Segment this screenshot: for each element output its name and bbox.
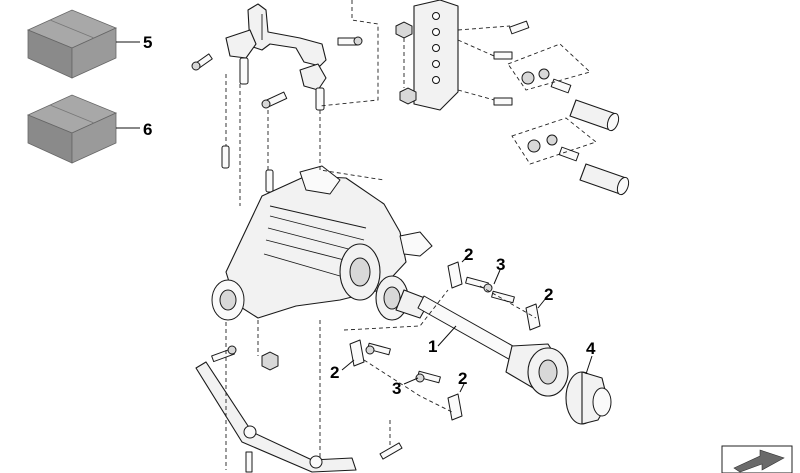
bolt-lower-left[interactable]: [211, 345, 237, 363]
callout-2-left: 2: [330, 363, 339, 382]
nut-upper[interactable]: [395, 21, 413, 39]
leader-3-top: [493, 269, 501, 285]
clamp-right[interactable]: [525, 303, 541, 331]
bolt-right-1[interactable]: [509, 20, 530, 35]
leader-2-top: [461, 253, 471, 263]
repair-kit-box-5[interactable]: [26, 9, 118, 79]
screw-bottom[interactable]: [365, 342, 441, 384]
bolt-top-middle[interactable]: [337, 36, 363, 46]
callout-6: 6: [143, 120, 152, 139]
rubber-sleeve-lower[interactable]: [579, 163, 631, 196]
differential-housing[interactable]: [211, 165, 433, 321]
bolt-top-left[interactable]: [191, 53, 213, 71]
callout-2-bottom: 2: [458, 369, 467, 388]
callout-1: 1: [428, 337, 437, 356]
leader-2-bottom: [459, 383, 465, 393]
ball-joint-lower[interactable]: [527, 134, 580, 162]
callout-3-top: 3: [496, 255, 505, 274]
screw-top[interactable]: [465, 276, 515, 304]
callout-4: 4: [586, 339, 596, 358]
next-page-arrow-icon[interactable]: [721, 445, 793, 473]
clamp-top[interactable]: [447, 261, 463, 289]
ball-joint-upper[interactable]: [521, 68, 572, 94]
bolt-right-2[interactable]: [493, 51, 513, 60]
leader-1: [437, 325, 457, 347]
callout-2-right: 2: [544, 285, 553, 304]
stud-center[interactable]: [265, 169, 274, 193]
alignment-lines: [225, 0, 597, 470]
bolt-right-3[interactable]: [493, 97, 513, 106]
clamp-left[interactable]: [349, 339, 365, 367]
cross-member[interactable]: [195, 361, 357, 473]
carrier-bracket[interactable]: [225, 3, 327, 111]
drive-shaft[interactable]: [375, 275, 569, 397]
nut-lower[interactable]: [399, 87, 417, 105]
callout-3-bottom: 3: [392, 379, 401, 398]
stud-left[interactable]: [221, 145, 230, 169]
bolt-lower-right[interactable]: [379, 442, 403, 460]
bolt-lower-center[interactable]: [245, 451, 253, 473]
flange[interactable]: [565, 371, 612, 425]
leader-2-left: [341, 359, 355, 371]
callout-2-top: 2: [464, 245, 473, 264]
leader-3-bottom: [403, 377, 419, 385]
bolt-mid-left[interactable]: [261, 91, 288, 109]
leader-4: [585, 355, 593, 375]
repair-kit-box-6[interactable]: [26, 94, 118, 164]
callout-5: 5: [143, 33, 152, 52]
nut-housing[interactable]: [261, 351, 279, 371]
clamp-bottom[interactable]: [447, 393, 463, 421]
leader-2-right: [537, 297, 547, 309]
rubber-sleeve-upper[interactable]: [569, 99, 621, 132]
mounting-plate[interactable]: [413, 0, 459, 111]
